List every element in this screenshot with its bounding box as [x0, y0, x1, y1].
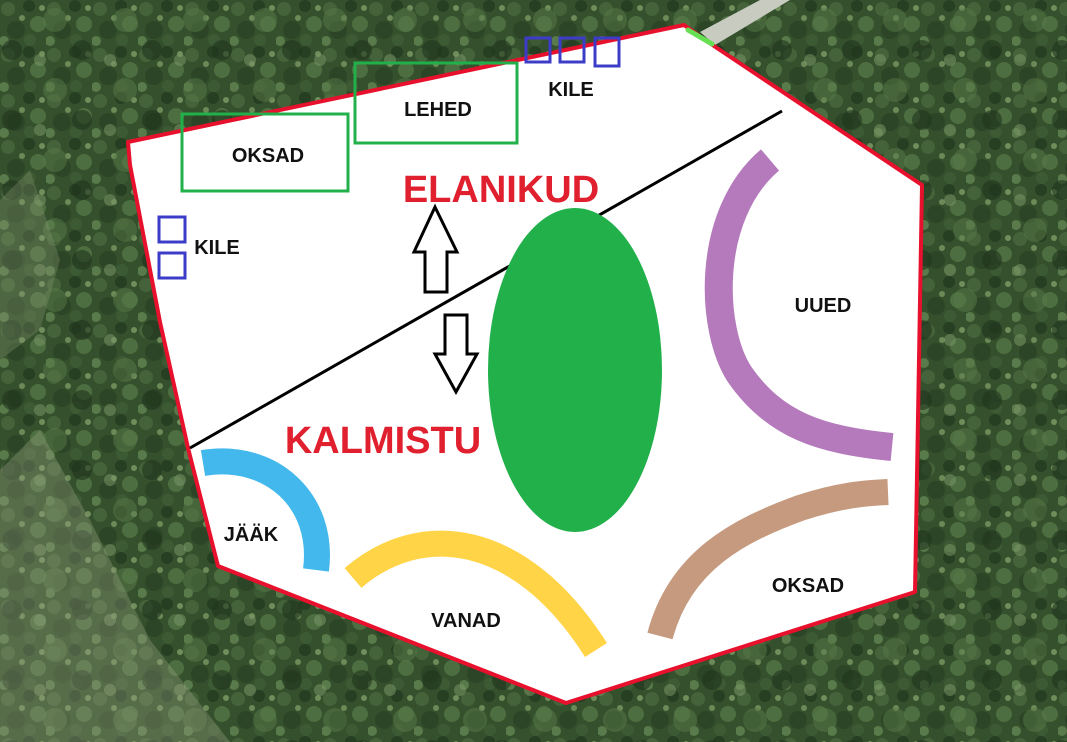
jaak-label: JÄÄK	[224, 523, 279, 546]
divider-line	[189, 109, 783, 450]
arrow-down-icon	[432, 313, 480, 396]
kile-box	[593, 36, 621, 68]
oksad-bin	[180, 112, 350, 193]
vanad-label: VANAD	[431, 610, 501, 632]
uued-label: UUED	[795, 295, 852, 317]
entrance-marker	[685, 27, 715, 47]
oksad-pile-label: OKSAD	[772, 575, 844, 597]
kile-top-label: KILE	[548, 79, 594, 101]
kile-left-label: KILE	[194, 237, 240, 259]
elanikud-label: ELANIKUD	[403, 169, 599, 211]
center-compost-area	[488, 208, 662, 532]
lehed-label: LEHED	[404, 99, 472, 121]
clearing-area	[0, 430, 230, 742]
clearing-area	[0, 170, 60, 360]
oksad-pile	[647, 479, 889, 640]
uued-pile	[704, 149, 894, 461]
kile-box	[558, 36, 586, 64]
oksad-bin-label: OKSAD	[232, 145, 304, 167]
kile-box	[157, 251, 187, 280]
kile-box	[157, 215, 187, 244]
arrow-up-icon	[411, 203, 460, 294]
kile-box	[524, 36, 552, 64]
lehed-bin	[353, 61, 519, 145]
road	[700, 0, 790, 45]
kalmistu-label: KALMISTU	[285, 420, 481, 462]
jaak-pile	[200, 448, 330, 572]
vanad-pile	[344, 530, 607, 657]
